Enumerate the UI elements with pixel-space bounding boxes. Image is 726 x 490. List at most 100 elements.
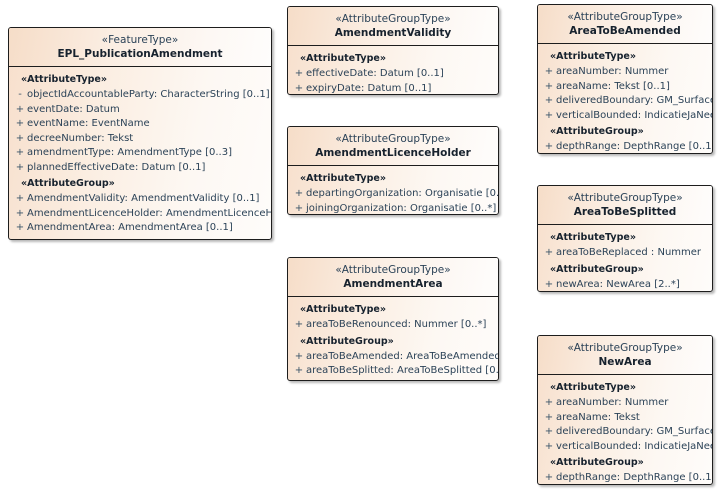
attribute-label: AmendmentLicenceHolder: AmendmentLicence… — [27, 207, 271, 219]
attribute-row[interactable]: +depthRange: DepthRange [0..1] — [538, 140, 713, 153]
class-header: «AttributeGroupType»AmendmentValidity — [288, 7, 498, 46]
attribute-label: depthRange: DepthRange [0..1] — [556, 141, 713, 152]
attribute-row[interactable]: +areaToBeAmended: AreaToBeAmended [0..*] — [288, 350, 498, 365]
attribute-row[interactable]: +effectiveDate: Datum [0..1] — [288, 67, 498, 82]
class-header: «AttributeGroupType» AmendmentLicenceHold… — [288, 127, 498, 166]
attribute-row[interactable]: +eventDate: Datum — [9, 103, 271, 118]
uml-class-areatobesplitted[interactable]: «AttributeGroupType»AreaToBeSplitted«Att… — [537, 185, 713, 292]
section-label: «AttributeGroup» — [21, 178, 115, 189]
attribute-label: depthRange: DepthRange [0..1] — [556, 472, 713, 483]
attribute-row[interactable]: +joiningOrganization: Organisatie [0..*] — [288, 202, 498, 215]
attribute-label: decreeNumber: Tekst — [27, 132, 134, 144]
attribute-row[interactable]: +verticalBounded: IndicatieJaNee [0..1] — [538, 109, 712, 124]
attribute-row[interactable]: +eventName: EventName — [9, 117, 271, 132]
attribute-label: expiryDate: Datum [0..1] — [306, 82, 432, 94]
class-header: «AttributeGroupType»AreaToBeAmended — [538, 5, 712, 44]
section-label: «AttributeType» — [300, 53, 386, 64]
visibility-marker: + — [294, 82, 304, 94]
class-stereotype: «AttributeGroupType» — [567, 342, 683, 354]
attribute-label: areaToBeAmended: AreaToBeAmended [0..*] — [306, 350, 499, 362]
attribute-row[interactable]: +depthRange: DepthRange [0..1] — [538, 471, 713, 484]
attribute-row[interactable]: +areaToBeSplitted: AreaToBeSplitted [0..… — [288, 364, 498, 379]
class-body: «AttributeType»+areaNumber: Nummer+areaN… — [538, 44, 713, 153]
attribute-row[interactable]: +verticalBounded: IndicatieJaNee — [538, 440, 712, 455]
attribute-row[interactable]: +AmendmentValidity: AmendmentValidity [0… — [9, 192, 271, 207]
attribute-row[interactable]: +expiryDate: Datum [0..1] — [288, 82, 498, 95]
class-stereotype: «FeatureType» — [101, 34, 179, 46]
attribute-row[interactable]: +deliveredBoundary: GM_Surface — [538, 425, 712, 440]
uml-class-newarea[interactable]: «AttributeGroupType»NewArea «AttributeTyp… — [537, 335, 713, 485]
uml-class-amendmentarea[interactable]: «AttributeGroupType»AmendmentArea«Attrib… — [287, 257, 499, 381]
attribute-label: areaToBeSplitted: AreaToBeSplitted [0..*… — [306, 365, 499, 376]
visibility-marker: + — [544, 472, 554, 483]
visibility-marker: + — [294, 319, 304, 330]
class-name: AmendmentLicenceHolder — [315, 147, 471, 159]
visibility-marker: + — [544, 278, 554, 290]
visibility-marker: + — [544, 440, 554, 452]
section-label: «AttributeType» — [300, 173, 386, 184]
section-label: «AttributeType» — [550, 51, 636, 62]
attribute-row[interactable]: +amendmentType: AmendmentType [0..3] — [9, 146, 271, 161]
visibility-marker: + — [544, 95, 554, 106]
attribute-label: verticalBounded: IndicatieJaNee — [556, 440, 713, 452]
visibility-marker: + — [15, 222, 25, 233]
visibility-marker: + — [294, 68, 304, 79]
attribute-label: deliveredBoundary: GM_Surface — [556, 426, 713, 437]
attribute-row[interactable]: +areaNumber: Nummer — [538, 65, 712, 80]
attribute-label: newArea: NewArea [2..*] — [556, 278, 680, 290]
visibility-marker: + — [294, 365, 304, 376]
section-label: «AttributeGroup» — [550, 263, 644, 275]
attribute-row[interactable]: +decreeNumber: Tekst — [9, 132, 271, 147]
visibility-marker: + — [294, 188, 304, 199]
attribute-label: AmendmentArea: AmendmentArea [0..1] — [27, 222, 233, 233]
visibility-marker: + — [544, 411, 554, 423]
attribute-label: areaNumber: Nummer — [556, 66, 669, 77]
class-header: «AttributeGroupType»AreaToBeSplitted — [538, 186, 712, 225]
visibility-marker: + — [15, 193, 25, 204]
visibility-marker: + — [15, 147, 25, 158]
visibility-marker: - — [18, 89, 22, 100]
class-body: «AttributeType» +departingOrganization: O… — [288, 166, 498, 215]
attribute-row[interactable]: +deliveredBoundary: GM_Surface [0..1] — [538, 94, 712, 109]
attribute-label: eventName: EventName — [27, 118, 150, 129]
attribute-label: areaNumber: Nummer — [556, 397, 669, 408]
attribute-label: areaName: Tekst [0..1] — [556, 80, 670, 92]
attribute-label: eventDate: Datum — [27, 103, 120, 115]
attribute-label: deliveredBoundary: GM_Surface [0..1] — [556, 95, 713, 106]
attribute-row[interactable]: +departingOrganization: Organisatie [0..… — [288, 187, 498, 202]
attribute-row[interactable]: +areaNumber: Nummer — [538, 396, 712, 411]
section-label: «AttributeGroup» — [550, 457, 644, 468]
visibility-marker: + — [15, 103, 25, 115]
class-body: «AttributeType» +effectiveDate: Datum [0.… — [288, 46, 498, 95]
uml-class-amendmentvalidity[interactable]: «AttributeGroupType»AmendmentValidity«At… — [287, 6, 499, 95]
uml-class-areatobeamended[interactable]: «AttributeGroupType»AreaToBeAmended «Attr… — [537, 4, 713, 154]
visibility-marker: + — [544, 80, 554, 92]
attribute-row[interactable]: +areaToBeReplaced : Nummer — [538, 246, 712, 261]
class-body: «AttributeType»+areaToBeReplaced : Numme… — [538, 225, 712, 292]
uml-class-epl-publicationamendment[interactable]: «FeatureType»EPL_PublicationAmendment«At… — [8, 27, 272, 240]
attribute-row[interactable]: +areaName: Tekst [0..1] — [538, 80, 712, 95]
visibility-marker: + — [544, 66, 554, 77]
attribute-row[interactable]: +areaToBeRenounced: Nummer [0..*] — [288, 318, 498, 333]
visibility-marker: + — [544, 426, 554, 437]
attribute-row[interactable]: +plannedEffectiveDate: Datum [0..1] — [9, 161, 271, 176]
attribute-row[interactable]: -objectIdAccountableParty: CharacterStri… — [9, 88, 271, 103]
attribute-row[interactable]: +AmendmentArea: AmendmentArea [0..1] — [9, 221, 271, 236]
attribute-label: effectiveDate: Datum [0..1] — [306, 68, 444, 79]
section-label: «AttributeType» — [550, 382, 636, 393]
visibility-marker: + — [544, 109, 554, 121]
visibility-marker: + — [294, 202, 304, 214]
attribute-label: verticalBounded: IndicatieJaNee [0..1] — [556, 109, 713, 121]
section-label: «AttributeType» — [300, 304, 386, 315]
attribute-row[interactable]: +AmendmentLicenceHolder: AmendmentLicenc… — [9, 207, 271, 222]
uml-class-amendmentlicenceholder[interactable]: «AttributeGroupType» AmendmentLicenceHold… — [287, 126, 499, 215]
visibility-marker: + — [15, 118, 25, 129]
attribute-row[interactable]: +newArea: NewArea [2..*] — [538, 278, 712, 292]
attribute-label: departingOrganization: Organisatie [0..*… — [306, 188, 499, 199]
class-stereotype: «AttributeGroupType» — [335, 133, 451, 145]
class-body: «AttributeType»+areaNumber: Nummer+areaN… — [538, 375, 713, 484]
class-header: «AttributeGroupType»NewArea — [538, 336, 712, 375]
class-body: «AttributeType» +areaToBeRenounced: Numme… — [288, 297, 498, 380]
attribute-row[interactable]: +areaName: Tekst — [538, 411, 712, 426]
